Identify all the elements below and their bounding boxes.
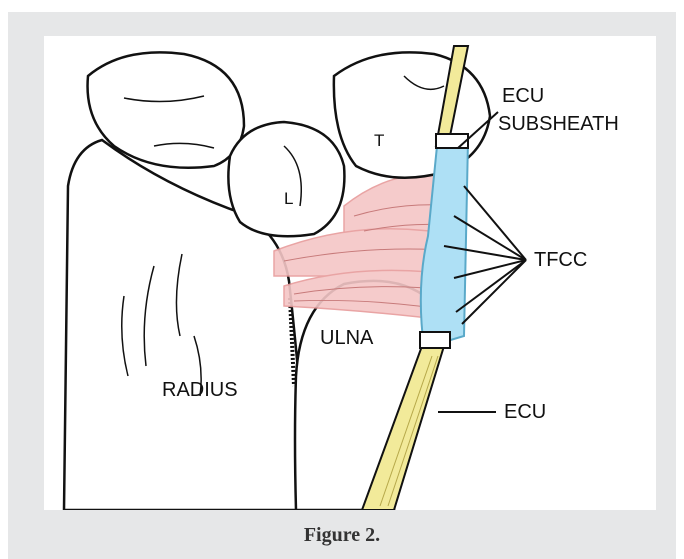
subsheath-label: SUBSHEATH: [498, 114, 619, 134]
tfcc-label: TFCC: [534, 250, 587, 270]
anatomy-illustration: ECU SUBSHEATH T L TFCC ULNA RADIUS ECU: [44, 36, 656, 510]
radius-label: RADIUS: [162, 380, 238, 400]
triquetrum-label: T: [374, 132, 384, 149]
ecu-sheath-ring-top: [436, 134, 468, 148]
ecu-bottom-label: ECU: [504, 402, 546, 422]
wrist-anatomy-drawing: [44, 36, 656, 510]
ulna-label: ULNA: [320, 328, 373, 348]
lunate-bone: [228, 122, 344, 236]
ecu-sheath-ring-bottom: [420, 332, 450, 348]
figure-frame: ECU SUBSHEATH T L TFCC ULNA RADIUS ECU F…: [8, 12, 676, 559]
ecu-top-label: ECU: [502, 86, 544, 106]
figure-caption: Figure 2.: [8, 524, 676, 547]
lunate-label: L: [284, 190, 293, 207]
